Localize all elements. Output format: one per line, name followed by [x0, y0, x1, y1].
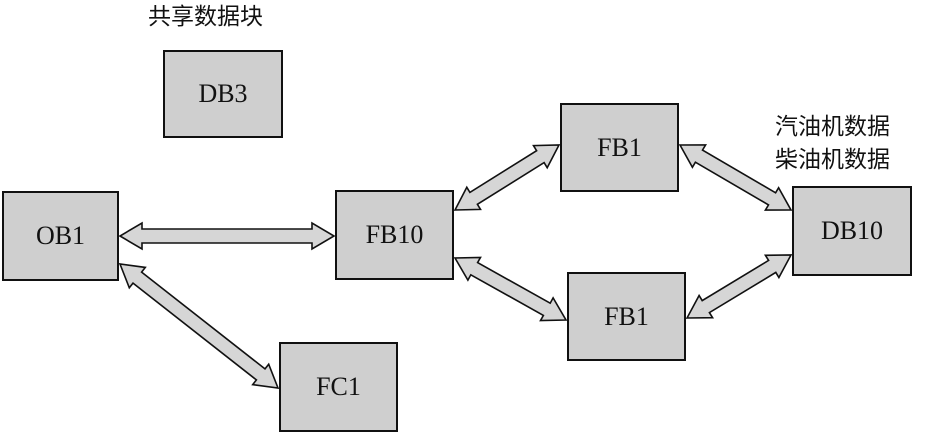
arrow-fb1-bottom-db10 — [685, 254, 793, 319]
block-fb10: FB10 — [335, 190, 454, 280]
block-db10: DB10 — [792, 186, 912, 276]
arrow-fb1-top-db10 — [678, 144, 793, 211]
block-db3: DB3 — [163, 50, 283, 138]
arrow-ob1-fb10 — [118, 221, 336, 251]
block-fb1-bottom-label: FB1 — [604, 301, 649, 331]
arrow-fb10-fb1-bottom — [453, 256, 568, 322]
diesel-engine-data-label: 柴油机数据 — [775, 147, 890, 173]
block-fc1-label: FC1 — [316, 372, 361, 401]
block-fb1-bottom: FB1 — [567, 272, 686, 361]
shared-data-block-label: 共享数据块 — [148, 4, 263, 30]
arrow-fb10-fb1-top — [453, 144, 561, 211]
arrow-ob1-fc1 — [118, 263, 280, 389]
block-fc1: FC1 — [279, 342, 398, 432]
block-ob1-label: OB1 — [35, 221, 86, 250]
block-fb1-top-label: FB1 — [597, 132, 642, 162]
block-db10-label: DB10 — [820, 216, 884, 245]
block-ob1: OB1 — [2, 191, 119, 281]
gasoline-engine-data-label: 汽油机数据 — [775, 114, 890, 140]
block-fb10-label: FB10 — [365, 220, 424, 249]
block-fb1-top: FB1 — [560, 103, 679, 192]
block-db3-label: DB3 — [198, 79, 248, 108]
